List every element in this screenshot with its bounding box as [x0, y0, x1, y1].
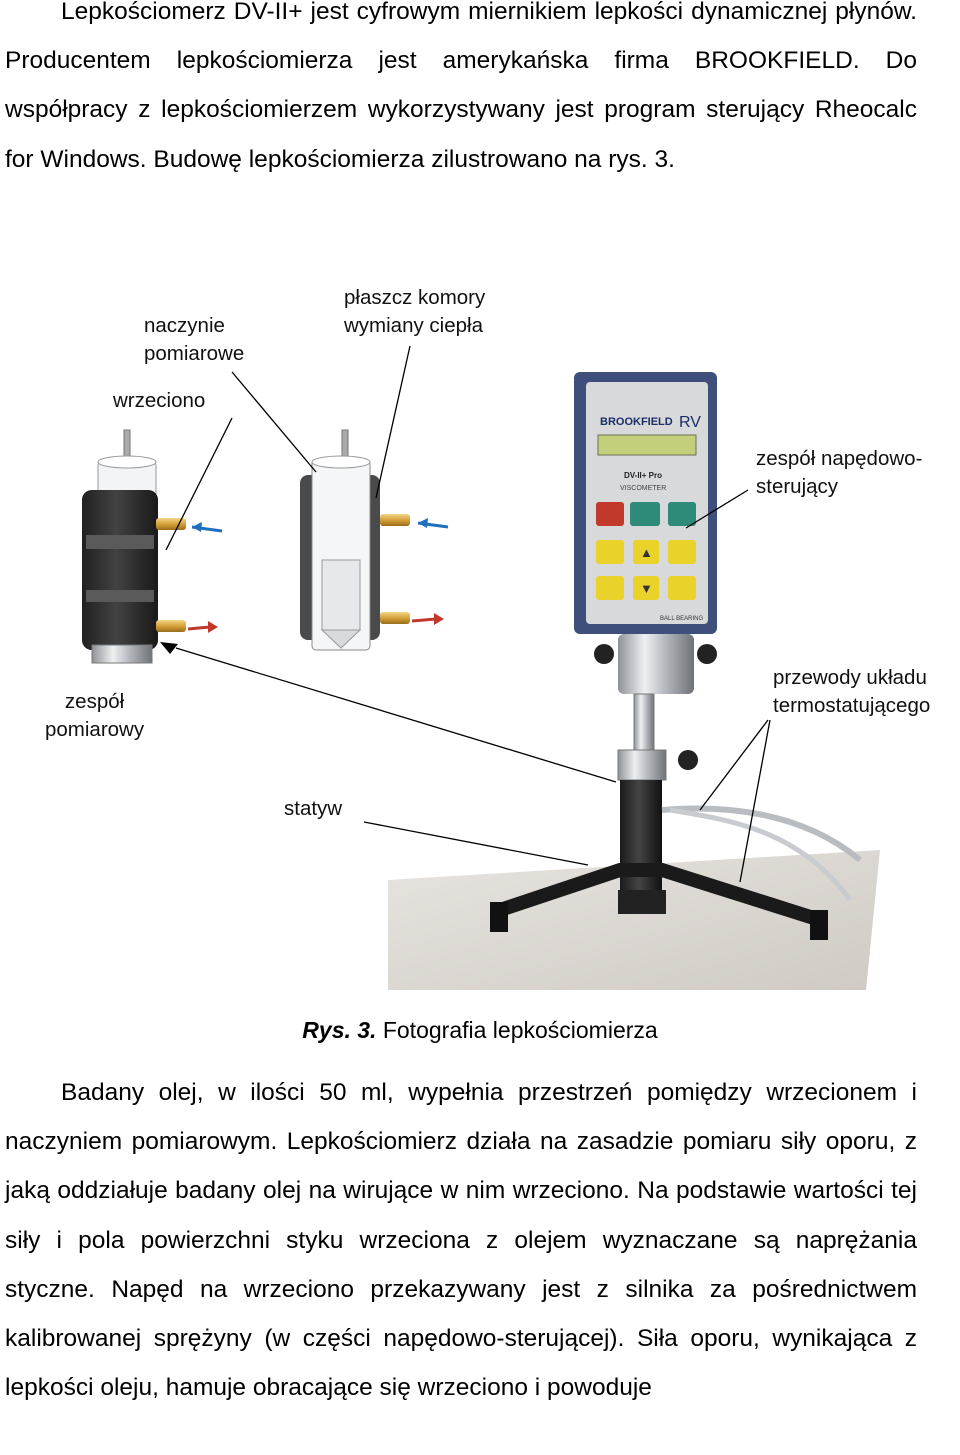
viscometer-device: BROOKFIELD RV DV-II+ Pro VISCOMETER ▲ ▼ …	[388, 372, 880, 990]
caption-number: Rys. 3.	[302, 1017, 377, 1043]
label-spindle: wrzeciono	[113, 389, 206, 412]
label-measuring-unit: zespół pomiarowy	[45, 690, 145, 741]
svg-text:▼: ▼	[640, 581, 653, 596]
caption-text: Fotografia lepkościomierza	[376, 1017, 658, 1043]
measuring-unit-drawing	[82, 429, 223, 664]
label-heat-exchange-jacket: płaszcz komory wymiany ciepła	[344, 286, 486, 337]
measuring-unit-cutaway	[300, 429, 449, 651]
model-sub: VISCOMETER	[620, 485, 666, 492]
label-drive-control-unit: zespół napędowo- sterujący	[756, 447, 923, 498]
model-badge: RV	[679, 414, 701, 431]
intro-paragraph: Lepkościomerz DV-II+ jest cyfrowym miern…	[5, 0, 917, 173]
body-paragraph: Badany olej, w ilości 50 ml, wypełnia pr…	[5, 1079, 917, 1402]
label-measuring-vessel: naczynie pomiarowe	[144, 314, 245, 365]
svg-text:▲: ▲	[640, 545, 653, 560]
label-thermostat-hoses: przewody układu termostatującego	[773, 666, 931, 717]
leader-lines	[165, 345, 771, 883]
viscometer-figure: BROOKFIELD RV DV-II+ Pro VISCOMETER ▲ ▼ …	[0, 250, 960, 1020]
label-stand: statyw	[284, 797, 343, 820]
footer-text: BALL BEARING	[660, 616, 703, 622]
brand-text: BROOKFIELD	[600, 416, 673, 428]
viscometer-illustration: BROOKFIELD RV DV-II+ Pro VISCOMETER ▲ ▼ …	[82, 345, 880, 990]
figure-caption: Rys. 3. Fotografia lepkościomierza	[0, 1015, 960, 1045]
model-name: DV-II+ Pro	[624, 471, 662, 480]
